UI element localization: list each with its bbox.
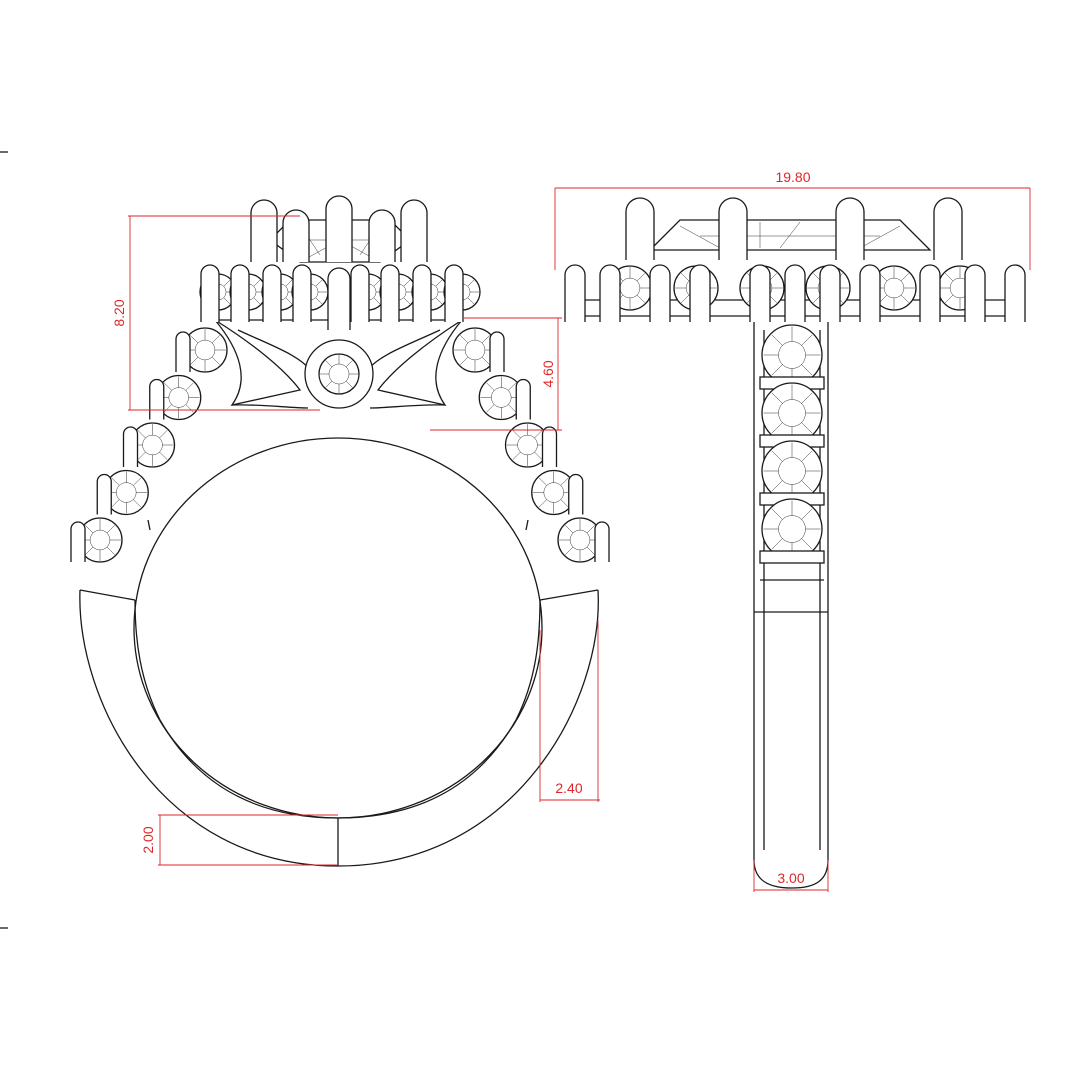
center-prong [282, 209, 310, 262]
side-accent-prong-left [149, 378, 165, 420]
dim-shank-side-height: 2.40 [539, 620, 600, 802]
center-prong [933, 197, 963, 260]
halo-prong [564, 264, 586, 322]
side-accent-stone-right [478, 374, 524, 421]
side-accent-prong-left [96, 473, 112, 515]
halo-prong [859, 264, 881, 322]
side-accent-prong-right [594, 521, 610, 562]
side-accent-prong-left [122, 426, 139, 467]
dim-halo-width-label: 19.80 [775, 169, 810, 185]
center-prong [835, 197, 865, 260]
shank-stone [761, 440, 823, 502]
halo-prong [649, 264, 671, 322]
dim-gallery-height: 4.60 [430, 317, 562, 431]
shank-stone [761, 498, 823, 560]
side-accent-stone-right [531, 469, 577, 516]
dim-shank-bottom-thickness: 2.00 [140, 814, 338, 866]
dim-head-height: 8.20 [111, 215, 320, 411]
side-view [70, 195, 610, 867]
dim-shank-bottom-thickness-label: 2.00 [140, 826, 156, 853]
side-accent-prong-left [175, 331, 191, 372]
front-view [564, 197, 1026, 889]
side-halo-prong [292, 264, 312, 322]
dim-shank-width-label: 3.00 [777, 870, 804, 886]
finger-hole [133, 437, 543, 819]
shank-stone [761, 382, 823, 444]
halo-prong [919, 264, 941, 322]
center-prong [718, 197, 748, 260]
shank-stone-bar [759, 550, 825, 564]
side-halo-prong [444, 264, 464, 322]
side-accent-prong-right [489, 331, 505, 372]
side-accent-prong-right [568, 473, 584, 515]
halo-prong [1004, 264, 1026, 322]
gallery-bezel-outer [304, 339, 374, 409]
halo-prong [689, 264, 711, 322]
side-halo-prong [262, 264, 282, 322]
halo-prong [964, 264, 986, 322]
front-view-halo-stones [564, 264, 1026, 322]
side-halo-prong [412, 264, 432, 322]
dim-shank-width: 3.00 [753, 860, 829, 892]
halo-prong [784, 264, 806, 322]
halo-prong [819, 264, 841, 322]
center-prong [325, 195, 353, 262]
dim-halo-width: 19.80 [554, 169, 1031, 270]
side-halo-prong [350, 264, 370, 322]
side-view-accent-stones [70, 327, 610, 563]
shank-stone [761, 324, 823, 386]
halo-prong [599, 264, 621, 322]
halo-prong [749, 264, 771, 322]
side-view-center-prongs [250, 195, 428, 262]
side-accent-prong-right [515, 378, 531, 420]
side-accent-prong-left [70, 521, 86, 562]
dim-head-height-label: 8.20 [111, 299, 127, 326]
dimension-layer: 8.20 4.60 2.40 2.00 19.80 [111, 169, 1031, 892]
front-view-shank-stones [759, 324, 825, 564]
side-view-shank [79, 437, 599, 867]
side-accent-stone-left [182, 327, 228, 373]
side-accent-stone-right [557, 517, 603, 563]
center-prong [368, 209, 396, 262]
dim-gallery-height-label: 4.60 [540, 360, 556, 387]
side-accent-stone-right [504, 422, 551, 468]
dim-shank-side-height-label: 2.40 [555, 780, 582, 796]
center-prong [250, 199, 278, 262]
side-halo-prong [200, 264, 220, 322]
side-halo-prong [230, 264, 250, 322]
center-prong [625, 197, 655, 260]
front-view-prongs [625, 197, 963, 260]
side-halo-center-prong [327, 267, 351, 330]
side-view-halo [199, 264, 481, 330]
side-halo-prong [380, 264, 400, 322]
side-accent-prong-right [541, 426, 558, 467]
center-prong [400, 199, 428, 262]
side-view-gallery [214, 319, 463, 409]
